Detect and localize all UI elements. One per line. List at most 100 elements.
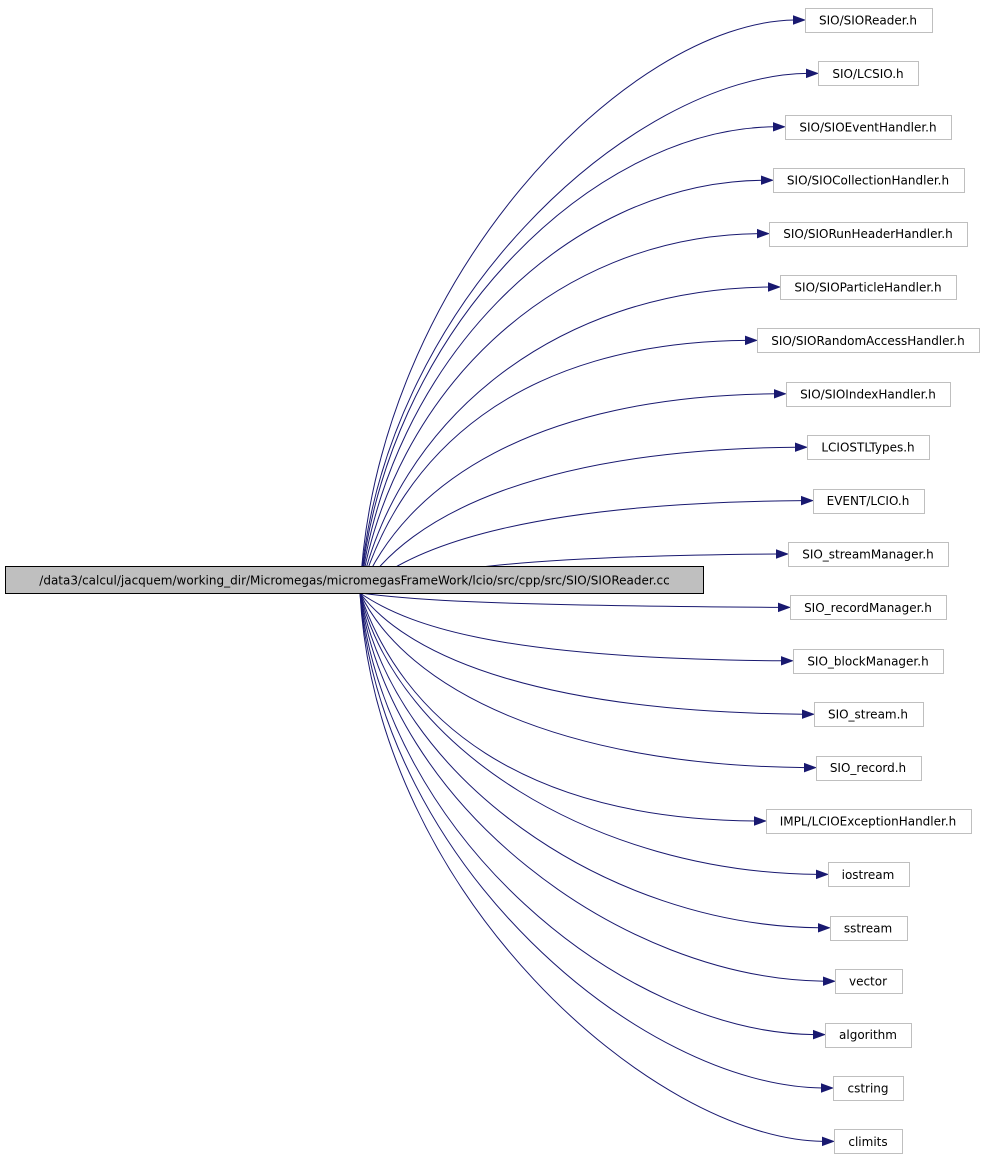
include-box: [785, 115, 952, 140]
include-node-algorithm[interactable]: algorithm: [825, 1023, 912, 1048]
include-node-sio-siocollectionhandler-h[interactable]: SIO/SIOCollectionHandler.h: [773, 168, 965, 193]
include-node-sio-recordmanager-h[interactable]: SIO_recordManager.h: [790, 595, 947, 620]
arrow-head-icon: [768, 282, 781, 292]
include-edge-sio-recordmanager-h: [359, 592, 780, 608]
arrow-head-icon: [816, 869, 829, 880]
include-box: [813, 489, 925, 514]
include-label: IMPL/LCIOExceptionHandler.h: [780, 815, 957, 829]
include-node-vector[interactable]: vector: [835, 969, 903, 994]
include-box: [780, 275, 957, 300]
include-label: algorithm: [839, 1028, 897, 1042]
include-node-sio-sioreader-h[interactable]: SIO/SIOReader.h: [805, 8, 933, 33]
arrow-head-icon: [823, 976, 836, 986]
include-label: SIO/SIOReader.h: [819, 14, 917, 28]
include-label: sstream: [844, 921, 892, 935]
include-node-iostream[interactable]: iostream: [828, 862, 910, 887]
include-edge-impl-lcioexceptionhandler-h: [359, 592, 756, 822]
include-label: climits: [848, 1135, 887, 1149]
include-box: [805, 8, 933, 33]
include-node-sstream[interactable]: sstream: [830, 916, 908, 941]
include-box: [788, 542, 949, 567]
include-label: SIO/SIOIndexHandler.h: [800, 387, 936, 401]
include-edge-sio-sioreader-h: [359, 19, 795, 594]
arrow-head-icon: [802, 709, 815, 719]
include-edge-cstring: [359, 592, 823, 1089]
include-edge-iostream: [359, 592, 818, 875]
arrow-head-icon: [745, 335, 758, 346]
include-label: SIO_stream.h: [828, 708, 908, 722]
arrow-head-icon: [818, 923, 831, 933]
include-node-impl-lcioexceptionhandler-h[interactable]: IMPL/LCIOExceptionHandler.h: [766, 809, 972, 834]
include-label: LCIOSTLTypes.h: [821, 441, 914, 455]
arrow-head-icon: [776, 549, 789, 559]
arrow-head-icon: [754, 816, 767, 826]
include-label: SIO/SIORandomAccessHandler.h: [771, 334, 965, 348]
include-box: [814, 702, 924, 727]
include-node-sio-streammanager-h[interactable]: SIO_streamManager.h: [788, 542, 949, 567]
include-edge-sstream: [359, 592, 820, 929]
include-edge-vector: [359, 592, 825, 982]
include-edge-lciostltypes-h: [359, 446, 797, 594]
arrow-head-icon: [793, 15, 806, 25]
include-label: iostream: [842, 868, 895, 882]
arrow-head-icon: [761, 175, 774, 185]
include-node-sio-stream-h[interactable]: SIO_stream.h: [814, 702, 924, 727]
include-box: [757, 328, 980, 353]
arrow-head-icon: [806, 68, 819, 79]
include-label: cstring: [847, 1082, 888, 1096]
include-label: SIO/LCSIO.h: [832, 67, 903, 81]
include-edge-algorithm: [359, 592, 815, 1036]
include-box: [807, 435, 930, 460]
arrow-head-icon: [757, 228, 770, 239]
arrow-head-icon: [821, 1083, 834, 1093]
include-node-sio-blockmanager-h[interactable]: SIO_blockManager.h: [793, 649, 944, 674]
include-node-event-lcio-h[interactable]: EVENT/LCIO.h: [813, 489, 925, 514]
include-label: SIO_record.h: [830, 761, 906, 775]
include-node-sio-siorunheaderhandler-h[interactable]: SIO/SIORunHeaderHandler.h: [769, 222, 968, 247]
arrow-head-icon: [813, 1029, 826, 1040]
include-node-sio-sioparticlehandler-h[interactable]: SIO/SIOParticleHandler.h: [780, 275, 957, 300]
include-edge-sio-siorunheaderhandler-h: [359, 233, 759, 594]
include-edge-sio-blockmanager-h: [359, 592, 783, 662]
include-node-sio-siorandomaccesshandler-h[interactable]: SIO/SIORandomAccessHandler.h: [757, 328, 980, 353]
include-box: [833, 1076, 904, 1101]
include-box: [793, 649, 944, 674]
include-box: [830, 916, 908, 941]
include-box: [828, 862, 910, 887]
include-label: SIO/SIOCollectionHandler.h: [787, 174, 949, 188]
include-edge-sio-sioindexhandler-h: [359, 393, 776, 594]
include-label: SIO_recordManager.h: [804, 601, 932, 615]
include-box: [790, 595, 947, 620]
include-edge-sio-lcsio-h: [359, 72, 808, 594]
include-box: [834, 1129, 903, 1154]
include-node-sio-lcsio-h[interactable]: SIO/LCSIO.h: [818, 61, 919, 86]
arrow-head-icon: [773, 122, 786, 132]
include-label: vector: [849, 975, 887, 989]
root-file-label: /data3/calcul/jacquem/working_dir/Microm…: [39, 574, 669, 588]
include-box: [769, 222, 968, 247]
include-node-cstring[interactable]: cstring: [833, 1076, 904, 1101]
include-edge-sio-stream-h: [359, 592, 804, 715]
include-label: SIO_streamManager.h: [802, 548, 934, 562]
root-file-node[interactable]: /data3/calcul/jacquem/working_dir/Microm…: [5, 566, 704, 594]
arrow-head-icon: [804, 762, 817, 773]
arrow-head-icon: [778, 602, 791, 613]
include-label: SIO/SIORunHeaderHandler.h: [783, 227, 953, 241]
include-node-climits[interactable]: climits: [834, 1129, 903, 1154]
include-box: [816, 756, 922, 781]
include-label: SIO/SIOEventHandler.h: [799, 120, 936, 134]
include-label: SIO_blockManager.h: [807, 654, 928, 668]
arrow-head-icon: [801, 495, 814, 506]
include-node-sio-sioindexhandler-h[interactable]: SIO/SIOIndexHandler.h: [786, 382, 951, 407]
include-node-sio-record-h[interactable]: SIO_record.h: [816, 756, 922, 781]
arrow-head-icon: [774, 389, 787, 399]
arrow-head-icon: [795, 442, 808, 452]
include-box: [818, 61, 919, 86]
include-node-sio-sioeventhandler-h[interactable]: SIO/SIOEventHandler.h: [785, 115, 952, 140]
include-label: SIO/SIOParticleHandler.h: [794, 281, 941, 295]
include-node-lciostltypes-h[interactable]: LCIOSTLTypes.h: [807, 435, 930, 460]
root-file-box: [5, 566, 704, 594]
include-label: EVENT/LCIO.h: [827, 494, 910, 508]
include-box: [766, 809, 972, 834]
